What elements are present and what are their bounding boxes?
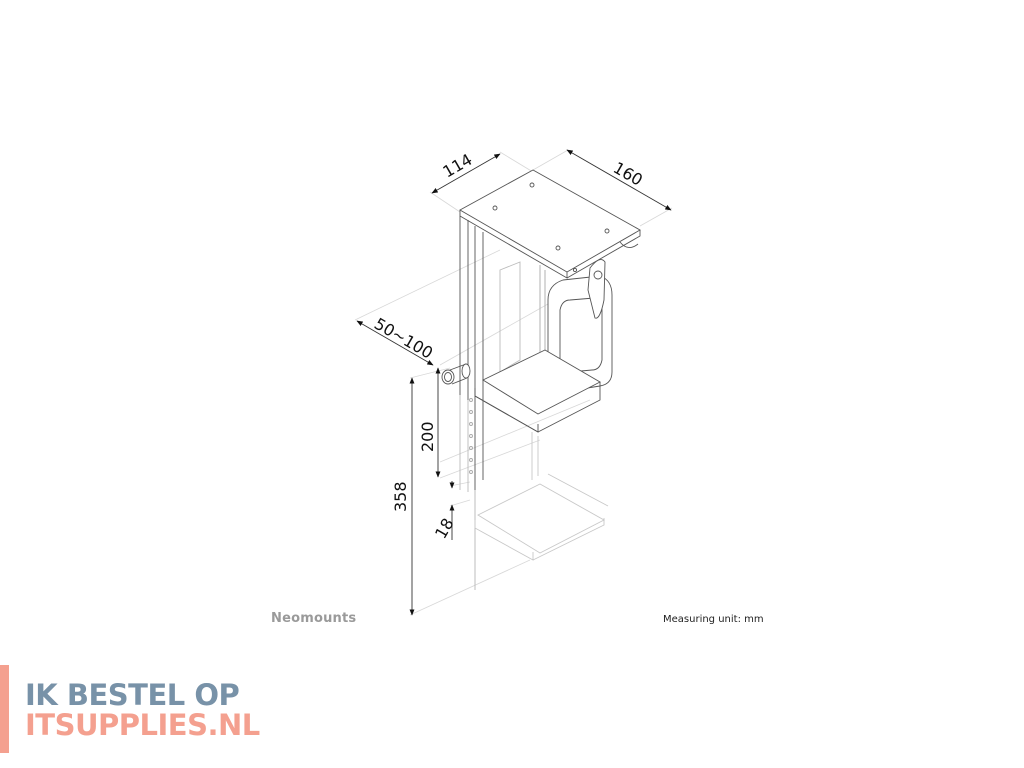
dim-total-height: 358: [391, 481, 410, 512]
holder-body: [441, 169, 641, 590]
dim-top-depth: 114: [440, 150, 476, 182]
dim-adjust-width: 50~100: [371, 314, 436, 363]
lower-shelf-ghost: [474, 432, 609, 590]
watermark-accent-bar: [0, 665, 9, 753]
dim-bottom-lip: 18: [431, 515, 458, 542]
watermark-line2: ITSUPPLIES.NL: [25, 708, 260, 742]
measuring-unit-label: Measuring unit: mm: [663, 614, 764, 625]
brand-label: Neomounts: [271, 611, 357, 626]
dimension-lines: [356, 149, 672, 616]
dim-height-200: 200: [418, 421, 437, 452]
watermark-line1: IK BESTEL OP: [25, 678, 240, 712]
